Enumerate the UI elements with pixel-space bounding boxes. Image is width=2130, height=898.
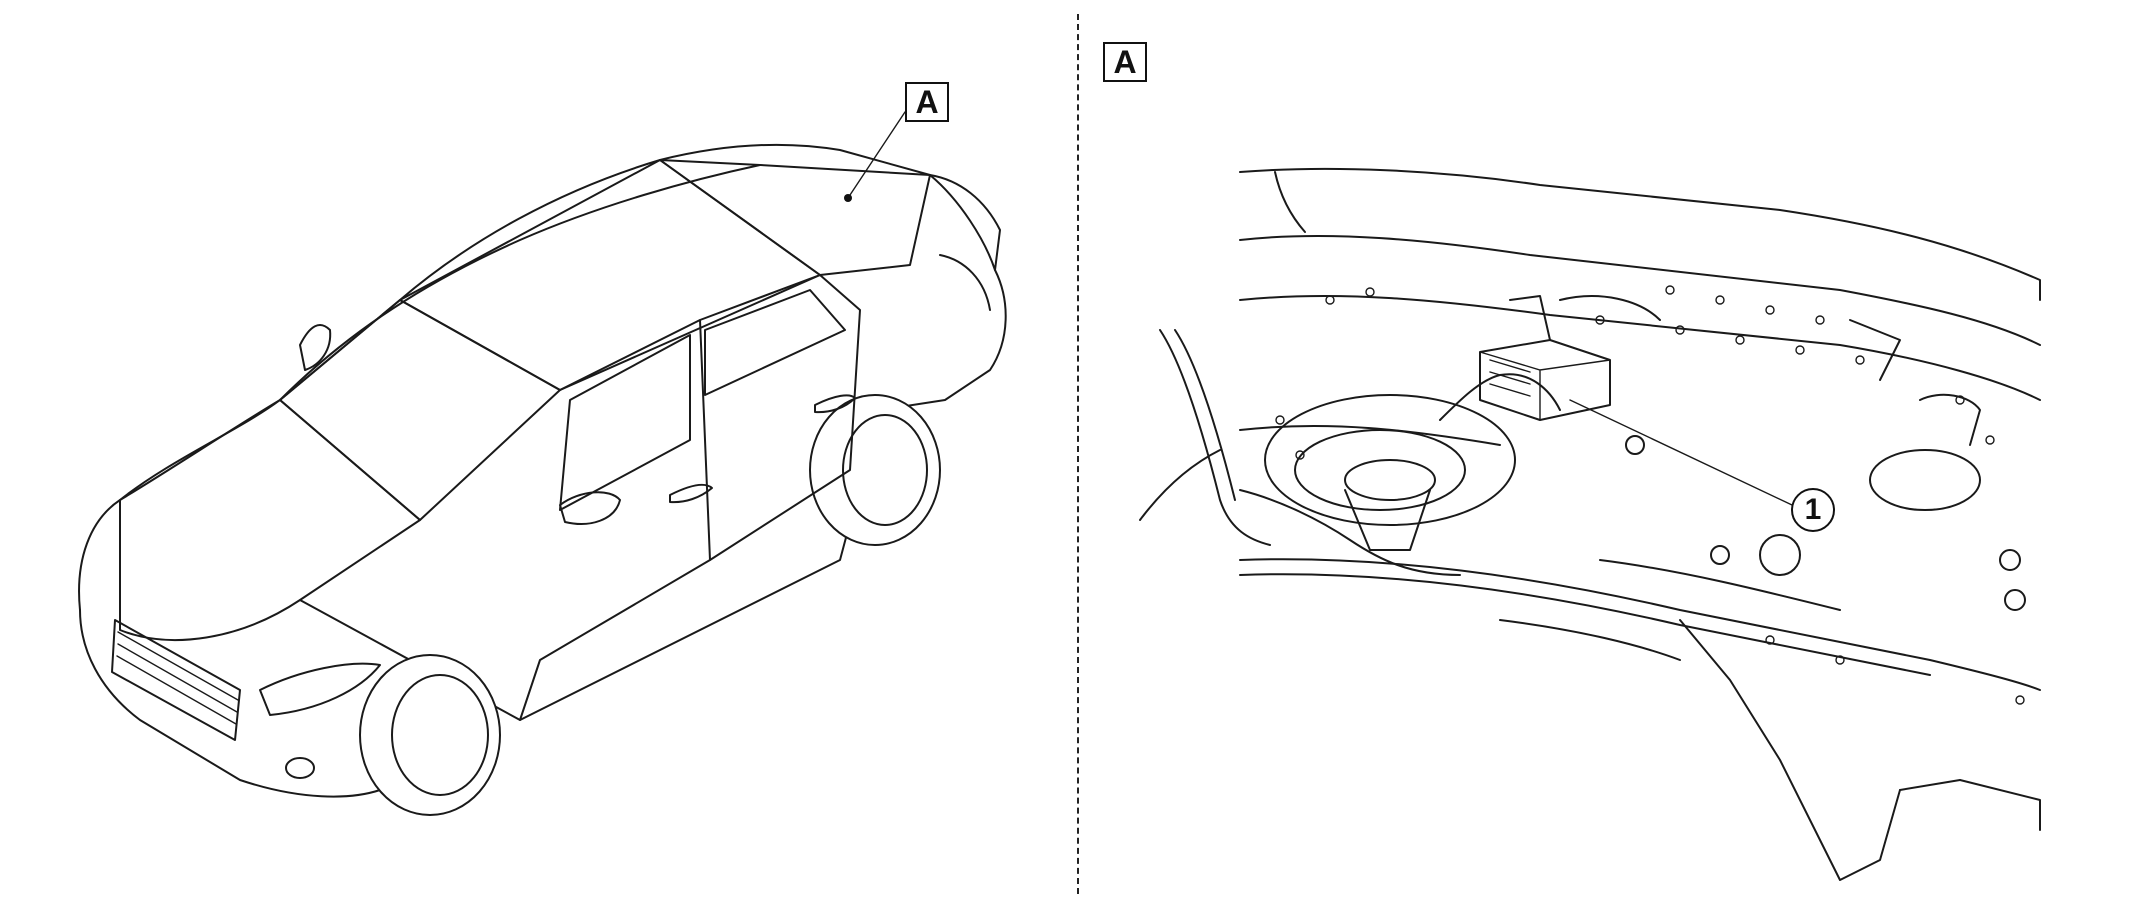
detail-view-panel: A xyxy=(1080,0,2130,898)
vehicle-overview-panel: A xyxy=(78,82,1007,816)
callout-number-1: 1 xyxy=(1791,488,1835,532)
panel-divider xyxy=(1077,14,1079,894)
vehicle-overview-drawing xyxy=(78,111,1007,816)
detail-view-drawing xyxy=(1139,167,2041,881)
overview-label-a: A xyxy=(905,82,949,122)
detail-label-a: A xyxy=(1103,42,1147,82)
